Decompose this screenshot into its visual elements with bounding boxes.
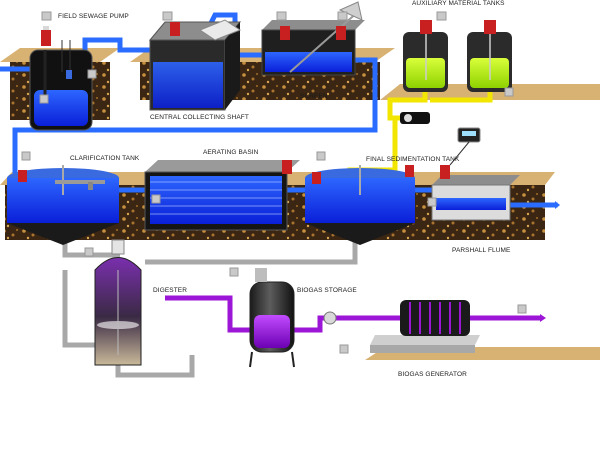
- label-clarification-tank: CLARIFICATION TANK: [70, 155, 140, 162]
- sedimentation-pump-icon: [405, 165, 414, 177]
- shaft-pump-icon: [170, 22, 180, 36]
- pump-motor-icon: [41, 30, 51, 46]
- digester-valve-icon: [111, 239, 125, 255]
- dosing-motor-icon: [484, 20, 496, 34]
- final-sedimentation-tank[interactable]: [305, 165, 415, 245]
- label-aerating-basin: AERATING BASIN: [203, 149, 259, 156]
- biogas-storage[interactable]: [249, 268, 337, 368]
- nav-button: [517, 304, 527, 314]
- clarification-tank[interactable]: [7, 165, 119, 245]
- nav-button: [41, 11, 52, 21]
- outflow-arrow-icon: [555, 201, 560, 209]
- aerating-basin[interactable]: [144, 160, 300, 231]
- screen-motor-icon: [280, 26, 290, 40]
- storage-valve-icon: [255, 268, 267, 282]
- nav-button: [339, 344, 349, 354]
- nav-button: [316, 151, 326, 161]
- label-biogas-generator: BIOGAS GENERATOR: [398, 371, 467, 378]
- biogas-generator[interactable]: [370, 300, 480, 353]
- nav-button: [84, 247, 94, 257]
- nav-button: [276, 11, 287, 21]
- screen[interactable]: [261, 1, 365, 76]
- dosing-motor-icon: [420, 20, 432, 34]
- nav-button: [427, 197, 437, 207]
- nav-controls[interactable]: [21, 11, 527, 354]
- sedimentation-valve-icon: [312, 172, 321, 184]
- label-digester: DIGESTER: [153, 287, 188, 294]
- gas-outflow-arrow-icon: [540, 314, 546, 322]
- nav-button: [436, 11, 447, 21]
- flume-sensor-icon: [440, 165, 450, 179]
- nav-button: [39, 94, 49, 104]
- gas-meter-icon: [323, 311, 337, 325]
- nav-button: [337, 11, 348, 21]
- biogas-pipes: [165, 295, 546, 333]
- label-final-sedimentation-tank: FINAL SEDIMENTATION TANK: [366, 156, 460, 163]
- parshall-flume[interactable]: [431, 127, 520, 221]
- digester[interactable]: [94, 239, 142, 366]
- screen-valve-icon: [336, 26, 346, 40]
- label-auxiliary-material-tanks: AUXILIARY MATERIAL TANKS: [412, 0, 505, 7]
- auxiliary-material-tanks[interactable]: [400, 20, 512, 124]
- label-parshall-flume: PARSHALL FLUME: [452, 247, 511, 254]
- nav-button: [162, 11, 173, 21]
- blower-icon: [282, 160, 292, 174]
- nav-button: [504, 87, 514, 97]
- label-field-sewage-pump: FIELD SEWAGE PUMP: [58, 13, 129, 20]
- nav-button: [21, 151, 31, 161]
- sludge-pipes: [62, 240, 358, 378]
- label-central-collecting-shaft: CENTRAL COLLECTING SHAFT: [150, 114, 249, 121]
- field-sewage-pump[interactable]: [29, 26, 93, 131]
- label-biogas-storage: BIOGAS STORAGE: [297, 287, 357, 294]
- nav-button: [87, 69, 97, 79]
- clarifier-valve-icon: [18, 170, 27, 182]
- central-collecting-shaft[interactable]: [148, 19, 242, 111]
- nav-button: [229, 267, 239, 277]
- nav-button: [151, 194, 161, 204]
- label-screen: SCREEN: [300, 93, 328, 100]
